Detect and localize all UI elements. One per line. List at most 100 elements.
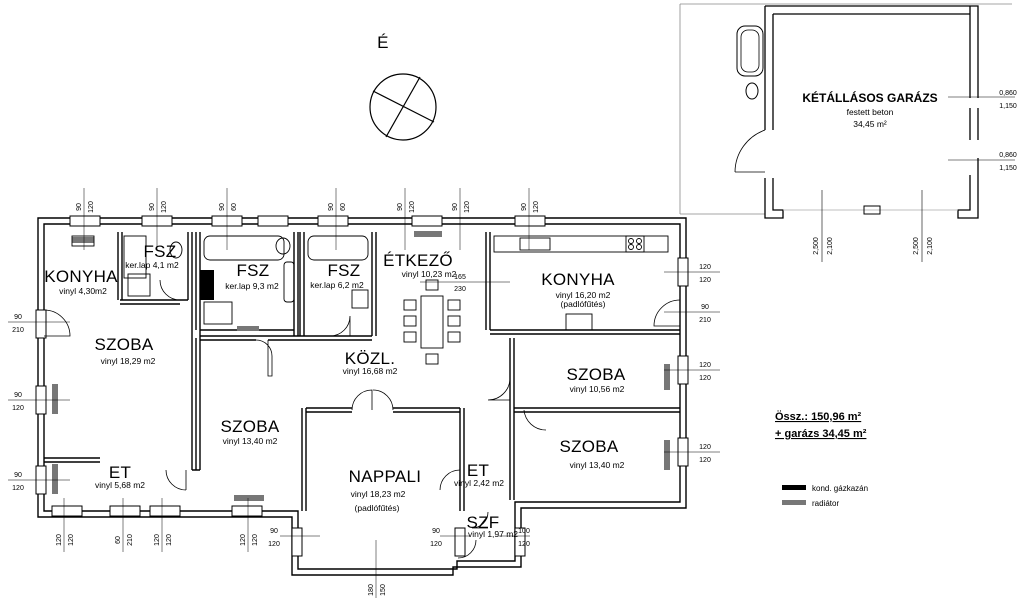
dim-label: 120: [699, 277, 711, 284]
room-etkezo-detail: vinyl 10,23 m2: [402, 269, 457, 279]
north-arrow: É: [369, 33, 437, 141]
dim-label: 120: [699, 375, 711, 382]
dim-label: 90: [14, 392, 22, 399]
dimension-lines: [8, 188, 720, 598]
boiler: [200, 270, 214, 300]
dim-label: 120: [12, 405, 24, 412]
dim-label: 120: [533, 201, 540, 213]
dim-label: 120: [240, 534, 247, 546]
dim-label: 120: [88, 201, 95, 213]
room-szoba-mid-detail: vinyl 13,40 m2: [223, 436, 278, 446]
room-szoba-left-detail: vinyl 18,29 m2: [101, 356, 156, 366]
room-szoba-right-1-detail: vinyl 10,56 m2: [570, 384, 625, 394]
room-et-left-name: ET: [109, 463, 131, 482]
dim-label: 90: [701, 304, 709, 311]
dim-label: 120: [252, 534, 259, 546]
dim-label: 90: [397, 203, 404, 211]
dim-label: 120: [518, 541, 530, 548]
dim-label: 2,100: [827, 237, 834, 255]
room-szoba-right-1-name: SZOBA: [566, 365, 625, 384]
dim-label: 90: [14, 472, 22, 479]
dim-label: 210: [12, 327, 24, 334]
dim-label: 210: [699, 317, 711, 324]
dimension-labels: 90 120 90 120 90 60 90 60 90 120 90 120 …: [12, 201, 711, 596]
doors: [43, 279, 681, 559]
dim-label: 90: [521, 203, 528, 211]
dim-label: 90: [149, 203, 156, 211]
room-nappali-note: (padlófűtés): [355, 503, 400, 513]
dim-label: 120: [166, 534, 173, 546]
dim-label: 120: [154, 534, 161, 546]
room-konyha-small-name: KONYHA: [44, 267, 118, 286]
room-nappali-name: NAPPALI: [349, 467, 422, 486]
room-szf-detail: vinyl 1,97 m2: [468, 529, 518, 539]
room-szoba-right-2-name: SZOBA: [559, 437, 618, 456]
dim-label: 90: [76, 203, 83, 211]
room-fsz-3-detail: ker.lap 6,2 m2: [310, 280, 364, 290]
garage-material: festett beton: [847, 107, 894, 117]
dim-label: 210: [127, 534, 134, 546]
area-summary: Össz.: 150,96 m² + garázs 34,45 m²: [775, 410, 867, 440]
dim-label: 165: [454, 274, 466, 281]
dim-label: 90: [452, 203, 459, 211]
garage-area: 34,45 m²: [853, 119, 887, 129]
dim-label: 90: [219, 203, 226, 211]
room-konyha-large-note: (padlófűtés): [561, 299, 606, 309]
dim-label: 120: [12, 485, 24, 492]
dim-label: 90: [432, 528, 440, 535]
room-konyha-large-name: KONYHA: [541, 270, 615, 289]
dim-label: 120: [699, 457, 711, 464]
dim-label: 120: [56, 534, 63, 546]
garage-area-summary: + garázs 34,45 m²: [775, 428, 867, 440]
dim-label: 0,860: [999, 90, 1017, 97]
dim-label: 0,860: [999, 152, 1017, 159]
dim-label: 120: [430, 541, 442, 548]
room-nappali-detail: vinyl 18,23 m2: [351, 489, 406, 499]
legend-label-boiler: kond. gázkazán: [812, 484, 868, 493]
dim-label: 60: [231, 203, 238, 211]
room-et-right-detail: vinyl 2,42 m2: [454, 478, 504, 488]
dim-label: 120: [409, 201, 416, 213]
dim-label: 120: [464, 201, 471, 213]
room-fsz-2-detail: ker.lap 9,3 m2: [225, 281, 279, 291]
room-szoba-right-2-detail: vinyl 13,40 m2: [570, 460, 625, 470]
dim-label: 1,150: [999, 103, 1017, 110]
dim-label: 90: [270, 528, 278, 535]
room-fsz-2-name: FSZ: [236, 261, 269, 280]
dim-label: 1,150: [999, 165, 1017, 172]
room-szf-name: SZF: [466, 513, 499, 532]
dim-label: 180: [368, 584, 375, 596]
dim-label: 90: [328, 203, 335, 211]
dim-label: 120: [68, 534, 75, 546]
legend-swatch-radiator: [782, 500, 806, 505]
garage: 0,860 1,150 0,860 1,150 2,500 2,100 2,50…: [679, 3, 1017, 262]
dim-label: 2,500: [813, 237, 820, 255]
dim-label: 100: [518, 528, 530, 535]
dim-label: 120: [699, 444, 711, 451]
dim-label: 90: [14, 314, 22, 321]
radiators: [52, 231, 670, 501]
dim-label: 60: [115, 536, 122, 544]
north-label: É: [377, 33, 389, 52]
room-et-right-name: ET: [467, 461, 489, 480]
room-etkezo-name: ÉTKEZŐ: [383, 251, 453, 270]
dim-label: 230: [454, 286, 466, 293]
fixtures: [71, 235, 669, 365]
room-konyha-small-detail: vinyl 4,30m2: [59, 286, 107, 296]
room-fsz-1-detail: ker.lap 4,1 m2: [125, 260, 179, 270]
room-labels: KONYHA vinyl 4,30m2 FSZ ker.lap 4,1 m2 F…: [44, 242, 625, 539]
legend-label-radiator: radiátor: [812, 499, 839, 508]
dim-label: 2,500: [913, 237, 920, 255]
room-fsz-1-name: FSZ: [143, 242, 176, 261]
dim-label: 120: [268, 541, 280, 548]
garage-title: KÉTÁLLÁSOS GARÁZS: [802, 90, 937, 105]
dim-label: 120: [699, 362, 711, 369]
dim-label: 60: [340, 203, 347, 211]
legend-swatch-boiler: [782, 485, 806, 490]
total-area: Össz.: 150,96 m²: [775, 410, 862, 423]
room-szoba-left-name: SZOBA: [94, 335, 153, 354]
dim-label: 120: [161, 201, 168, 213]
room-kozl-name: KÖZL.: [345, 349, 396, 368]
dim-label: 120: [699, 264, 711, 271]
